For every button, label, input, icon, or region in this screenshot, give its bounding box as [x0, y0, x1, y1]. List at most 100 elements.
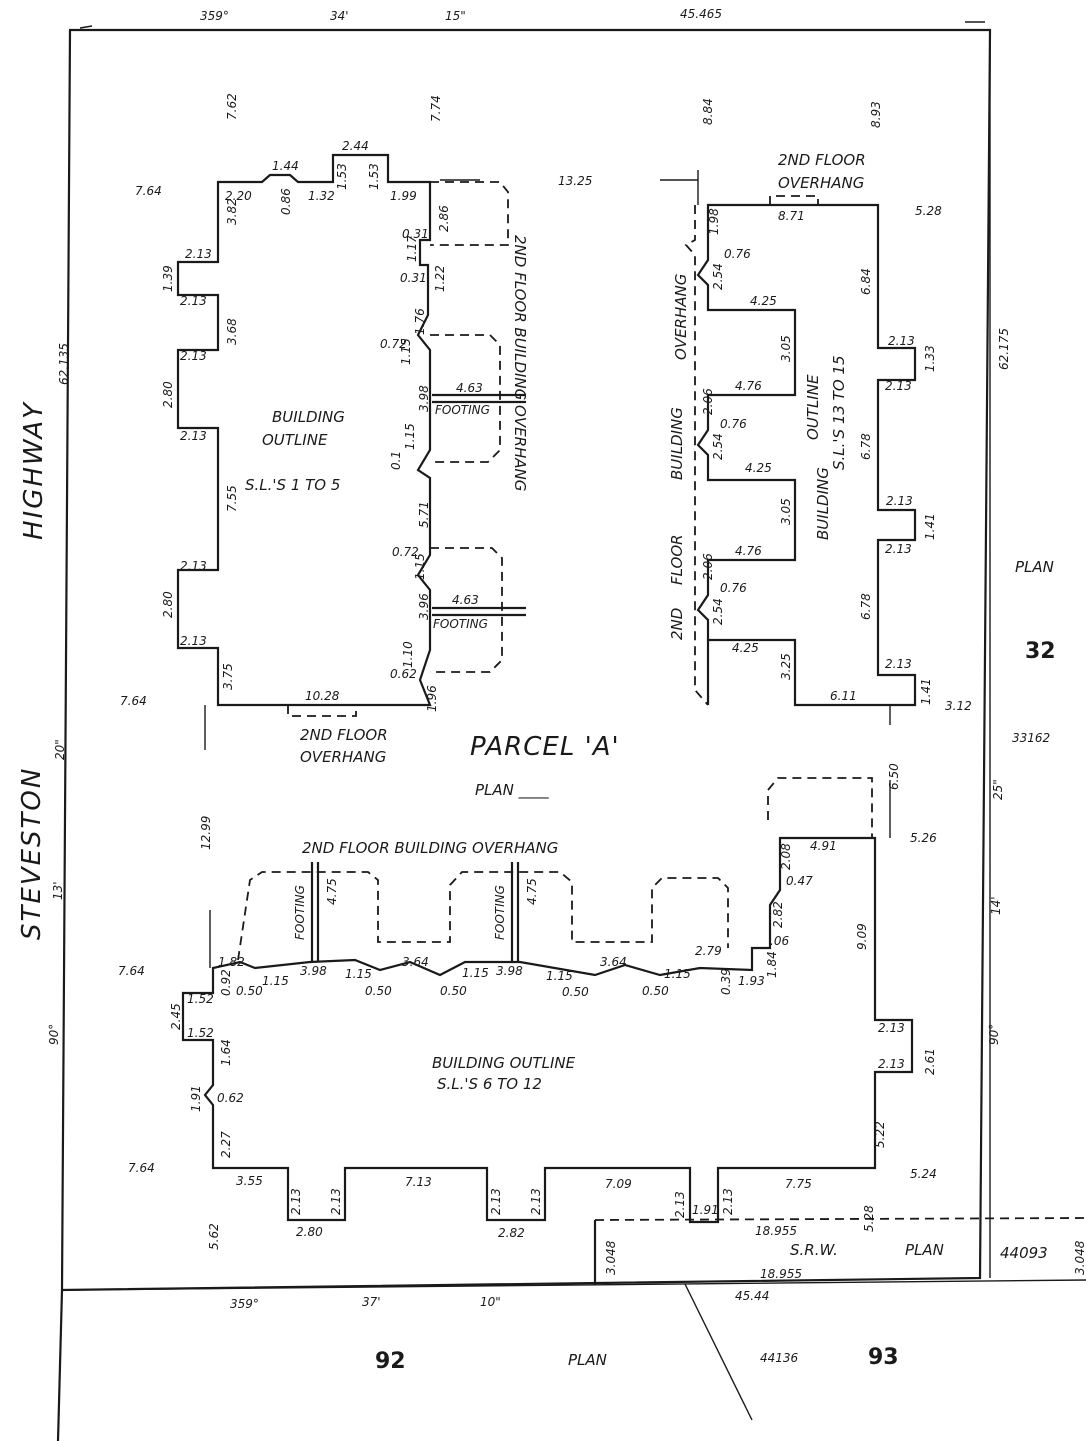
dim: 2.20: [225, 189, 252, 203]
building-6-12-outline: [181, 836, 914, 1224]
dim: 2.13: [329, 1188, 343, 1215]
dim: 2.80: [296, 1225, 323, 1239]
dim: 2.13: [289, 1188, 303, 1215]
dim: 4.25: [750, 294, 777, 308]
building-1-5-label-1: BUILDING: [272, 408, 345, 426]
building-sl-13-to-15: BUILDING OUTLINE S.L.'S 13 TO 15 BUILDIN…: [660, 98, 972, 725]
dim: 0.76: [720, 417, 747, 431]
dim: 4.76: [735, 379, 762, 393]
dim: 1.99: [390, 189, 417, 203]
top-length: 45.465: [680, 7, 722, 21]
dim: 1.15: [399, 338, 413, 365]
dim: 0.72: [380, 337, 407, 351]
dim: 2.61: [923, 1048, 937, 1075]
dim: 10.28: [305, 689, 340, 703]
dim: 1.32: [308, 189, 335, 203]
srw-plan-label: PLAN: [905, 1241, 944, 1259]
dim: 3.98: [417, 385, 431, 412]
dim: 2.82: [771, 901, 785, 928]
dim: 2.13: [721, 1188, 735, 1215]
building-1-5-outline: [176, 153, 432, 707]
dim: 7.55: [225, 485, 239, 512]
building-1-5-overhang-1: 2ND FLOOR: [300, 726, 388, 744]
dim: 0.31: [402, 227, 429, 241]
dim: 3.05: [779, 335, 793, 362]
dim: 0.72: [392, 545, 419, 559]
building-13-15-label-1: BUILDING: [814, 467, 832, 540]
dim: 2.06: [701, 388, 715, 415]
building-6-12-footing-1: FOOTING: [293, 885, 307, 940]
building-sl-6-to-12: BUILDING OUTLINE S.L.'S 6 TO 12 2ND FLOO…: [118, 763, 937, 1250]
srw-label: S.R.W.: [790, 1241, 838, 1259]
building-1-5-overhang-side: 2ND FLOOR BUILDING OVERHANG: [511, 235, 529, 491]
parcel-boundary: [56, 21, 1086, 1441]
top-bearing-min: 34': [330, 9, 349, 23]
dim: 0.50: [236, 984, 263, 998]
dim: 2.82: [498, 1226, 525, 1240]
building-1-5-label-2: OUTLINE: [262, 431, 328, 449]
dim: 5.22: [873, 1121, 887, 1148]
srw-width-right: 5.28: [862, 1205, 876, 1232]
dim: 1.15: [546, 969, 573, 983]
dim: 4.75: [325, 878, 339, 905]
dim: 2.54: [711, 263, 725, 290]
dim: 7.64: [120, 694, 147, 708]
dim: 1.52: [187, 992, 214, 1006]
dim: 2.08: [779, 843, 793, 870]
dim: 3.98: [496, 964, 523, 978]
building-1-5-footing-2: FOOTING: [433, 617, 488, 631]
dim: 3.75: [221, 663, 235, 690]
top-bearing-deg: 359°: [200, 9, 229, 23]
building-sl-1-to-5: BUILDING OUTLINE S.L.'S 1 TO 5 2ND FLOOR…: [120, 93, 592, 766]
dim: 3.68: [225, 318, 239, 345]
dim: 0.47: [786, 874, 813, 888]
dim: 8.93: [869, 101, 883, 128]
left-length: 62.135: [57, 343, 71, 385]
dim: 3.55: [236, 1174, 263, 1188]
south-lot-93: 93: [868, 1345, 899, 1370]
right-bearing: 62.175 25" 14' 90°: [987, 328, 1011, 1045]
dim: 1.15: [403, 423, 417, 450]
dim: 1.84: [765, 951, 779, 978]
dim: 7.64: [135, 184, 162, 198]
dim: 2.80: [161, 381, 175, 408]
building-6-12-label-1: BUILDING OUTLINE: [432, 1054, 576, 1072]
dim: 0.92: [219, 969, 233, 996]
dim: 7.64: [118, 964, 145, 978]
dim: 2.13: [886, 494, 913, 508]
dim: 3.64: [402, 955, 429, 969]
dim: 6.78: [859, 433, 873, 460]
building-13-15-label-2: OUTLINE: [804, 374, 822, 440]
dim: 3.82: [225, 198, 239, 225]
dim: 0.62: [390, 667, 417, 681]
dim: 3.05: [779, 498, 793, 525]
building-13-15-outline: [696, 203, 917, 707]
dim: 4.63: [452, 593, 479, 607]
building-13-15-overhang-1: 2ND FLOOR: [778, 151, 866, 169]
dim: 6.84: [859, 268, 873, 295]
dim: 0.50: [440, 984, 467, 998]
right-length: 62.175: [997, 328, 1011, 370]
dim: 2.13: [673, 1191, 687, 1218]
building-13-15-dimensions: 8.84 8.93 8.71 5.28 1.98 0.76 2.54 4.25 …: [701, 98, 972, 713]
srw-width-left: 3.048: [604, 1240, 618, 1275]
dim: 2.86: [437, 205, 451, 232]
dim: 0.31: [400, 271, 427, 285]
dim: 1.64: [219, 1039, 233, 1066]
left-min: 13': [51, 881, 65, 900]
building-1-5-label-3: S.L.'S 1 TO 5: [245, 476, 340, 494]
dim: 6.78: [859, 593, 873, 620]
dim: 2.13: [180, 294, 207, 308]
bottom-bearing-min: 37': [362, 1295, 381, 1309]
dim: 1.15: [345, 967, 372, 981]
dim: 2.79: [695, 944, 722, 958]
dim: 2.54: [711, 598, 725, 625]
dim: 2.27: [219, 1131, 233, 1158]
south-lot-92: 92: [375, 1349, 406, 1374]
south-plan-number: 44136: [760, 1351, 799, 1365]
dim: 2.13: [885, 542, 912, 556]
dim: 1.93: [738, 974, 765, 988]
adjacent-lots: PLAN 32 33162 92 PLAN 44136 93 PLAN 4409…: [375, 558, 1086, 1374]
right-min: 14': [989, 896, 1003, 915]
dim: .06: [770, 934, 789, 948]
